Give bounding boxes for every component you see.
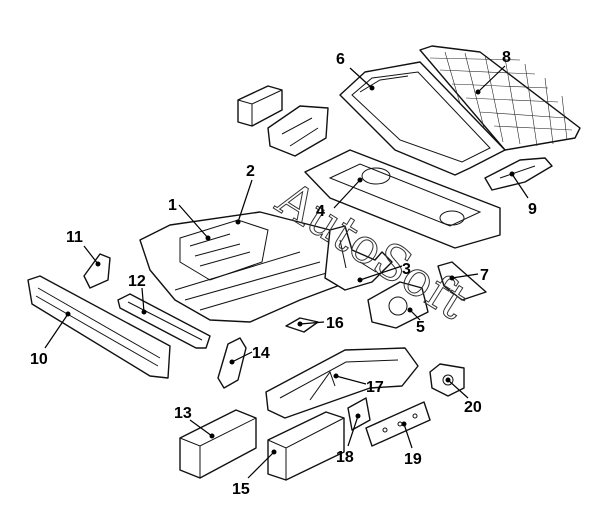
callout-10: 10: [30, 351, 48, 368]
part-17-side-member: [265, 347, 419, 419]
leader-14: [231, 351, 253, 363]
callout-17: 17: [366, 379, 384, 396]
callout-4: 4: [316, 203, 325, 220]
part-15-box-rail: [267, 411, 345, 481]
part-6-rear-shelf: [339, 61, 506, 176]
callout-14: 14: [252, 345, 270, 362]
callout-15: 15: [232, 481, 250, 498]
part-10-bumper-beam: [27, 275, 171, 379]
part-12-rail: [117, 293, 211, 349]
leader-3: [359, 265, 403, 281]
part-control-box: [237, 85, 283, 127]
callout-8: 8: [502, 49, 511, 66]
leader-lines: [44, 65, 529, 479]
callout-6: 6: [336, 51, 345, 68]
callout-labels: 1 2 3 4 5 6 7 8 9 10 11 12 13 14 15 16 1…: [30, 49, 537, 498]
leader-17: [335, 375, 367, 385]
leader-11: [83, 245, 99, 265]
leader-18: [347, 415, 359, 447]
part-7-plate: [437, 261, 487, 301]
part-1-floor-pan: [139, 211, 361, 323]
leader-dots: [65, 85, 515, 455]
leader-6: [349, 67, 373, 89]
callout-20: 20: [464, 399, 482, 416]
callout-11: 11: [66, 229, 83, 246]
callout-18: 18: [336, 449, 354, 466]
callout-12: 12: [128, 273, 146, 290]
part-mount-bracket: [267, 105, 329, 157]
leader-4: [333, 179, 361, 209]
part-9-bracket: [484, 157, 553, 191]
callout-9: 9: [528, 201, 537, 218]
leader-8: [477, 65, 506, 93]
callout-7: 7: [480, 267, 489, 284]
callout-1: 1: [168, 197, 177, 214]
part-5-bracket: [367, 281, 429, 329]
leader-1: [178, 204, 209, 239]
part-11-bracket: [83, 253, 111, 289]
leader-16: [299, 321, 325, 325]
callout-19: 19: [404, 451, 422, 468]
callout-2: 2: [246, 163, 255, 180]
part-13-box-rail: [179, 409, 257, 479]
leader-2: [237, 179, 253, 223]
leader-19: [403, 423, 413, 449]
leader-13: [189, 419, 213, 437]
callout-5: 5: [416, 319, 425, 336]
leader-20: [447, 379, 469, 399]
callout-3: 3: [402, 261, 411, 278]
leader-12: [141, 287, 145, 313]
part-19-plate: [365, 401, 431, 447]
callout-16: 16: [326, 315, 344, 332]
leader-9: [511, 173, 529, 199]
part-3-crossmember: [324, 225, 393, 291]
leader-10: [44, 313, 69, 349]
leader-7: [451, 273, 479, 279]
leader-15: [247, 451, 275, 479]
callout-13: 13: [174, 405, 192, 422]
part-4-rear-floor: [304, 149, 501, 249]
